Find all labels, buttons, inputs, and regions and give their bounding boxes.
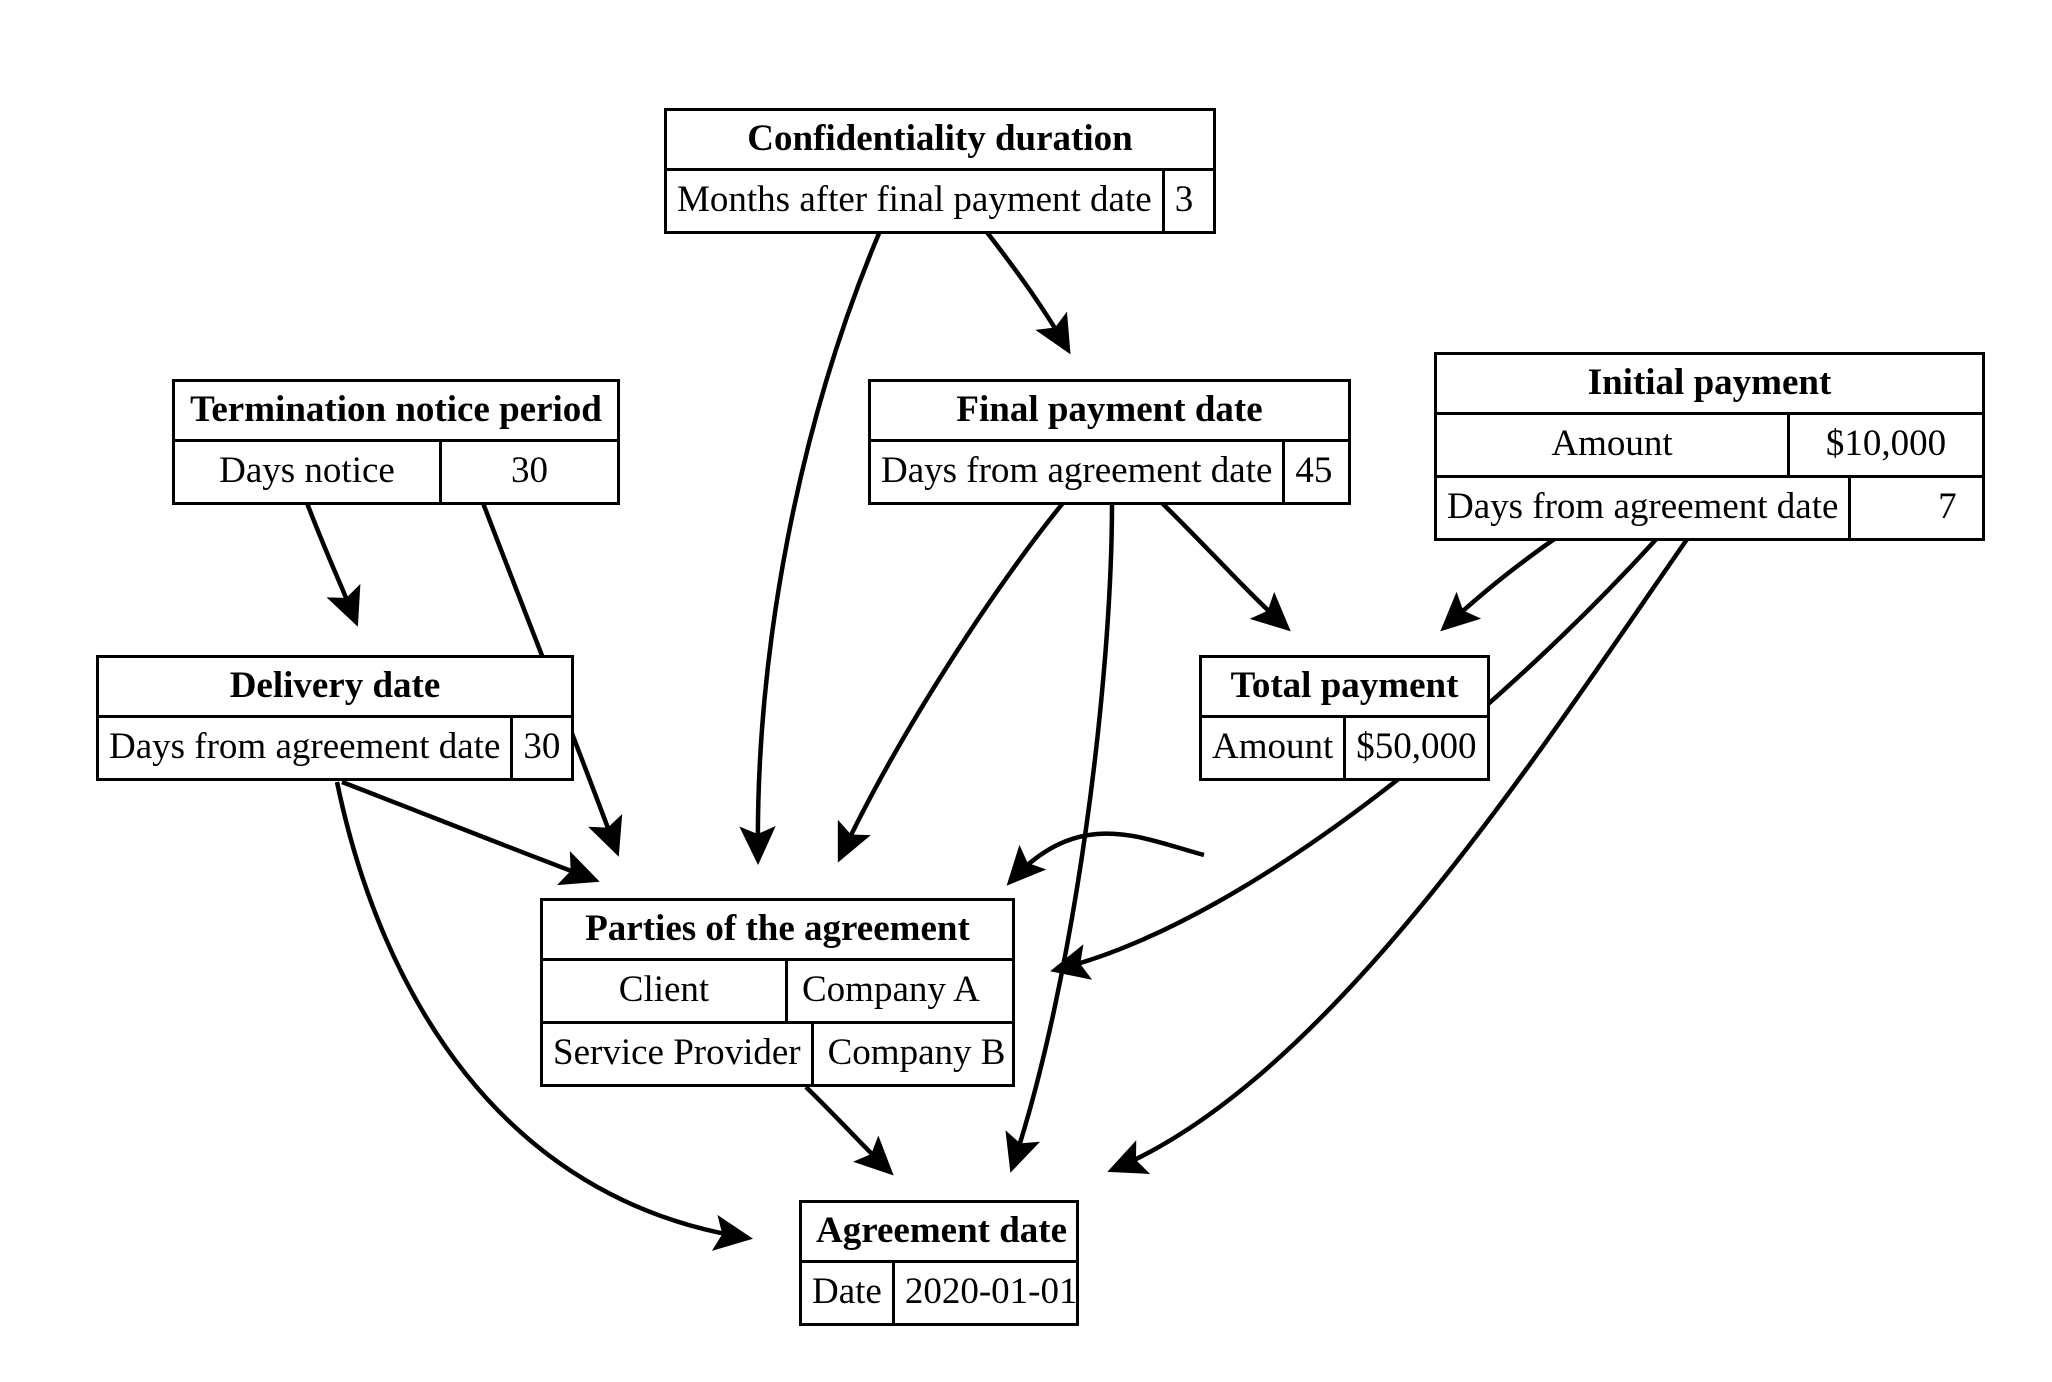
edge-confidentiality-to-final-payment [984, 229, 1071, 355]
row-key: Days from agreement date [99, 718, 514, 778]
node-title: Termination notice period [175, 382, 617, 442]
table-row: Days from agreement date 7 [1437, 478, 1982, 538]
row-value: Company A [802, 969, 980, 1010]
table-row: Date 2020-01-01 [802, 1263, 1078, 1323]
node-title: Parties of the agreement [543, 901, 1012, 961]
node-title: Agreement date [802, 1203, 1076, 1263]
edge-termination-to-delivery [304, 502, 361, 627]
node-title: Initial payment [1437, 355, 1982, 415]
row-value: 45 [1295, 450, 1333, 491]
node-initial-payment[interactable]: Initial payment Amount $10,000 Days from… [1434, 352, 1985, 541]
node-rows: Amount $50,000 [1202, 718, 1487, 778]
row-key: Client [543, 961, 788, 1021]
table-row: Amount $50,000 [1202, 718, 1487, 778]
edge-final-payment-to-total-payment [1160, 501, 1291, 632]
node-total-payment[interactable]: Total payment Amount $50,000 [1199, 655, 1490, 781]
row-key: Service Provider [543, 1024, 814, 1084]
row-value: 30 [523, 726, 561, 767]
edge-parties-to-agreement-date [804, 1085, 894, 1176]
node-rows: Date 2020-01-01 [802, 1263, 1078, 1323]
table-row: Days from agreement date 45 [871, 442, 1348, 502]
row-key: Days from agreement date [1437, 478, 1852, 538]
row-value: $50,000 [1356, 726, 1477, 767]
edge-initial-payment-to-total-payment [1440, 533, 1562, 632]
node-final-payment-date[interactable]: Final payment date Days from agreement d… [868, 379, 1351, 505]
edge-delivery-to-parties [341, 779, 600, 886]
edge-total-payment-to-parties [1006, 831, 1205, 886]
table-row: Months after final payment date 3 [667, 171, 1213, 231]
edge-initial-payment-to-agreement-date [1107, 533, 1692, 1174]
table-row: Amount $10,000 [1437, 415, 1982, 478]
row-value: 30 [511, 450, 548, 491]
node-rows: Months after final payment date 3 [667, 171, 1213, 231]
row-value: 7 [1938, 486, 1957, 527]
node-agreement-date[interactable]: Agreement date Date 2020-01-01 [799, 1200, 1079, 1326]
node-rows: Client Company A Service Provider Compan… [543, 961, 1012, 1084]
node-title: Confidentiality duration [667, 111, 1213, 171]
node-title: Final payment date [871, 382, 1348, 442]
node-confidentiality-duration[interactable]: Confidentiality duration Months after fi… [664, 108, 1216, 234]
row-value: 2020-01-01 [904, 1271, 1078, 1312]
table-row: Service Provider Company B [543, 1024, 1012, 1084]
node-termination-notice-period[interactable]: Termination notice period Days notice 30 [172, 379, 620, 505]
node-rows: Days from agreement date 30 [99, 718, 571, 778]
row-value: Company B [827, 1032, 1006, 1073]
table-row: Days notice 30 [175, 442, 617, 502]
node-rows: Amount $10,000 Days from agreement date … [1437, 415, 1982, 538]
row-key: Days from agreement date [871, 442, 1286, 502]
row-key: Days notice [175, 442, 442, 502]
row-key: Date [802, 1263, 895, 1323]
node-title: Total payment [1202, 658, 1487, 718]
node-parties-of-the-agreement[interactable]: Parties of the agreement Client Company … [540, 898, 1015, 1087]
row-key: Amount [1437, 415, 1790, 475]
table-row: Days from agreement date 30 [99, 718, 571, 778]
node-title: Delivery date [99, 658, 571, 718]
node-rows: Days from agreement date 45 [871, 442, 1348, 502]
node-delivery-date[interactable]: Delivery date Days from agreement date 3… [96, 655, 574, 781]
node-rows: Days notice 30 [175, 442, 617, 502]
row-key: Amount [1202, 718, 1347, 778]
edge-confidentiality-to-parties [739, 230, 883, 866]
row-value: $10,000 [1825, 423, 1947, 464]
table-row: Client Company A [543, 961, 1012, 1024]
row-value: 3 [1174, 179, 1194, 220]
edge-final-payment-to-parties [837, 501, 1065, 863]
row-key: Months after final payment date [667, 171, 1165, 231]
